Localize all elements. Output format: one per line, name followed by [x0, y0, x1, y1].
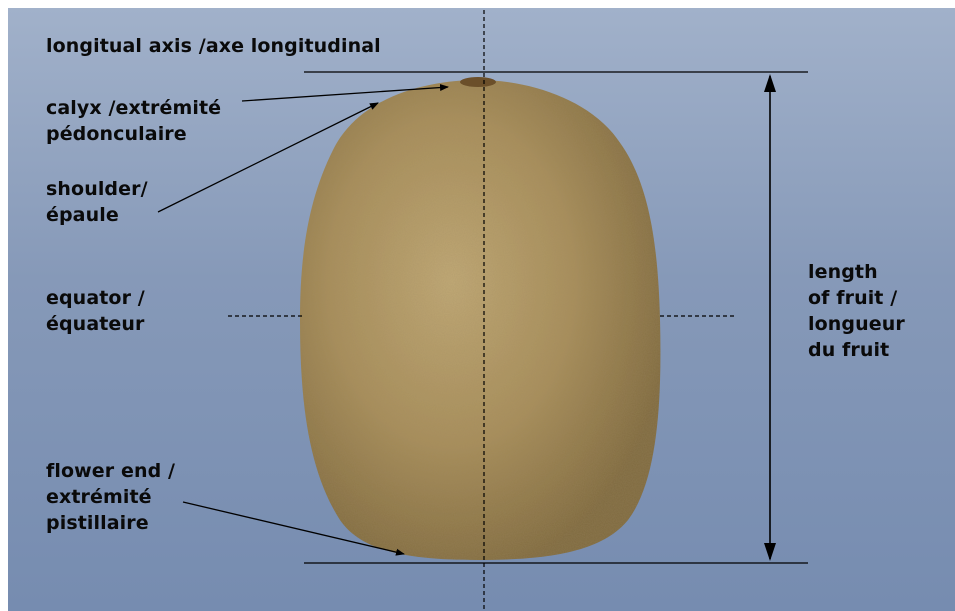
length-label-line-2: of fruit /	[808, 285, 905, 311]
equator-label-line-1: equator /	[46, 285, 145, 311]
calyx-label-line-2: pédonculaire	[46, 121, 221, 147]
length-arrow-head-bottom	[764, 543, 776, 561]
calyx-label: calyx /extrémité pédonculaire	[46, 95, 221, 147]
kiwi-fruit	[300, 80, 660, 560]
length-label-line-4: du fruit	[808, 337, 905, 363]
calyx-nub	[460, 77, 496, 87]
length-label-line-3: longueur	[808, 311, 905, 337]
calyx-label-line-1: calyx /extrémité	[46, 95, 221, 121]
length-arrow-head-top	[764, 74, 776, 92]
equator-label-line-2: équateur	[46, 311, 145, 337]
flower-end-label-line-3: pistillaire	[46, 510, 175, 536]
shoulder-label: shoulder/ épaule	[46, 176, 148, 228]
shoulder-label-line-1: shoulder/	[46, 176, 148, 202]
axis-label: longitual axis /axe longitudinal	[46, 33, 381, 59]
flower-end-label-line-1: flower end /	[46, 458, 175, 484]
length-label: length of fruit / longueur du fruit	[808, 259, 905, 363]
shoulder-label-line-2: épaule	[46, 202, 148, 228]
flower-end-label: flower end / extrémité pistillaire	[46, 458, 175, 536]
axis-label-text: longitual axis /axe longitudinal	[46, 33, 381, 59]
equator-label: equator / équateur	[46, 285, 145, 337]
flower-end-label-line-2: extrémité	[46, 484, 175, 510]
length-label-line-1: length	[808, 259, 905, 285]
